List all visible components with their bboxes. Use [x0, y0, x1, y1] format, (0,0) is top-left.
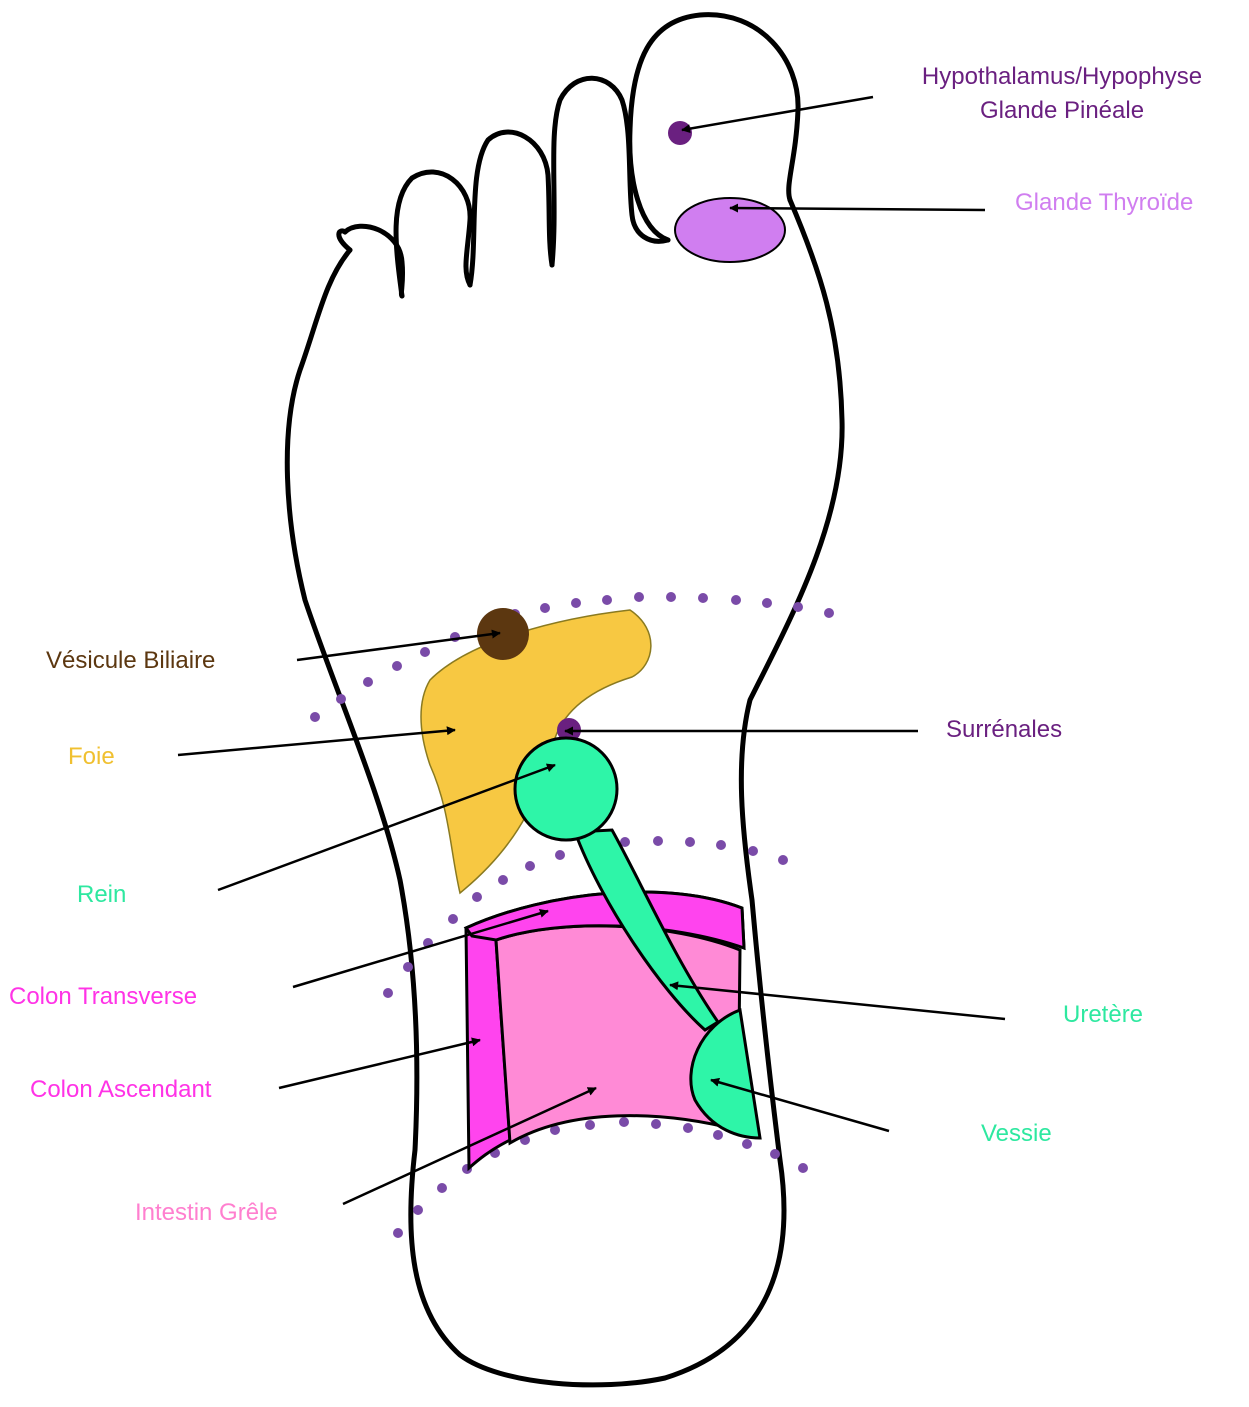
- hypothalamus-arrow: [682, 97, 873, 130]
- liver-arrow: [178, 730, 455, 755]
- ascending-colon-label: Colon Ascendant: [30, 1076, 212, 1103]
- ureter-label: Uretère: [1063, 1001, 1143, 1028]
- second-toe-outline: [552, 78, 668, 265]
- bladder-label: Vessie: [981, 1120, 1052, 1147]
- hypothalamus-zone: [668, 121, 692, 145]
- organ-zones: [421, 121, 785, 1168]
- transverse-colon-label: Colon Transverse: [9, 983, 197, 1010]
- adrenal-label: Surrénales: [946, 716, 1062, 743]
- gallbladder-label: Vésicule Biliaire: [46, 647, 215, 674]
- ascending-colon-arrow: [279, 1040, 480, 1088]
- hypothalamus-label-line2: Glande Pinéale: [980, 97, 1144, 124]
- liver-label: Foie: [68, 743, 115, 770]
- small-intestine-label: Intestin Grêle: [135, 1199, 278, 1226]
- small-toe-outline: [339, 226, 403, 296]
- kidney-zone: [515, 738, 617, 840]
- kidney-label: Rein: [77, 881, 126, 908]
- fourth-toe-outline: [396, 172, 470, 296]
- thyroid-label: Glande Thyroïde: [1015, 189, 1193, 216]
- third-toe-outline: [470, 132, 552, 285]
- hypothalamus-label-line1: Hypothalamus/Hypophyse: [922, 63, 1202, 90]
